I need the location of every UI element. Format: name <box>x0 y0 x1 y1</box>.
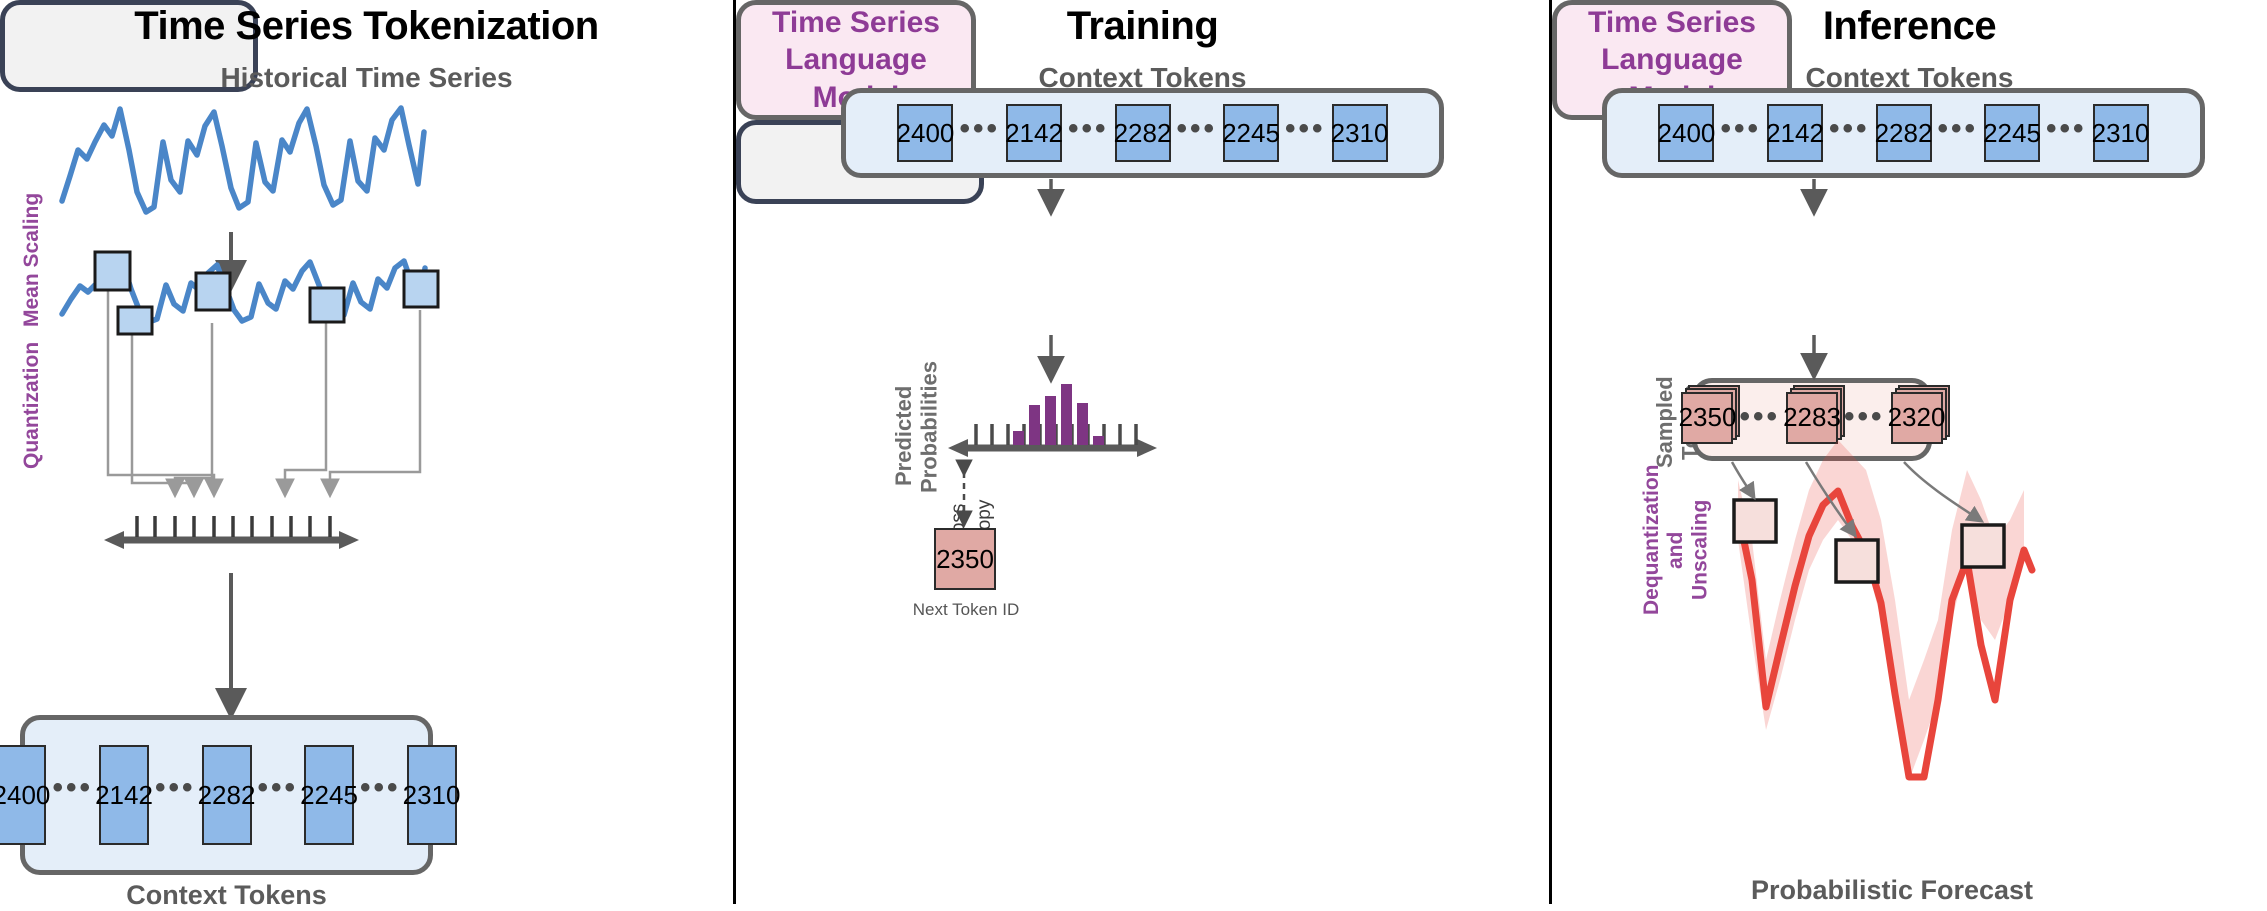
token-ellipsis: ••• <box>1937 112 1979 145</box>
context-token[interactable]: 2310 <box>1331 104 1388 162</box>
context-tokens-strip-inference: 2400 ••• 2142 ••• 2282 ••• 2245 ••• 2310 <box>1602 88 2205 178</box>
sampled-token-stack[interactable]: 2350 <box>1679 384 1741 448</box>
time-series-language-model-inference: Time Series Language Model <box>1552 0 1792 120</box>
quantization-axis <box>104 516 359 549</box>
training-diagram-svg <box>948 179 1157 528</box>
token-ellipsis: ••• <box>257 771 299 804</box>
panel-title-tokenization: Time Series Tokenization <box>134 4 599 48</box>
model-line-1: Time Series <box>1588 5 1756 39</box>
panel-tokenization: Time Series Tokenization Historical Time… <box>0 0 733 910</box>
tokenization-diagram-svg <box>59 105 440 720</box>
context-token[interactable]: 2400 <box>1658 104 1715 162</box>
connector-4 <box>275 320 328 499</box>
token-ellipsis: ••• <box>1067 112 1109 145</box>
next-token-caption: Next Token ID <box>912 600 1020 619</box>
context-tokens-strip-tokenization: 2400 ••• 2142 ••• 2282 ••• 2245 ••• 2310 <box>0 715 460 875</box>
sampled-tokens-strip: 2350 ••• 2283 ••• 2320 <box>1679 378 1950 461</box>
connector-3 <box>165 323 214 499</box>
context-token[interactable]: 2310 <box>403 745 460 845</box>
forecast-line <box>1734 487 2036 781</box>
sampled-token[interactable]: 2283 <box>1783 391 1841 444</box>
context-tokens-label-training: Context Tokens <box>1038 62 1247 93</box>
sample-connector-3 <box>1903 461 1985 523</box>
sampled-token-stack[interactable]: 2283 <box>1783 384 1845 448</box>
token-ellipsis: ••• <box>154 771 196 804</box>
token-ellipsis: ••• <box>1739 399 1780 433</box>
context-token[interactable]: 2400 <box>0 745 50 845</box>
token-ellipsis: ••• <box>1828 112 1870 145</box>
inference-diagram-svg <box>1730 179 2036 781</box>
token-ellipsis: ••• <box>1176 112 1218 145</box>
quantization-box <box>0 0 258 92</box>
panel-title-training: Training <box>1066 4 1219 48</box>
model-line-1: Time Series <box>772 5 940 39</box>
context-token[interactable]: 2245 <box>300 745 358 845</box>
token-ellipsis: ••• <box>52 771 93 804</box>
sampled-token[interactable]: 2320 <box>1888 391 1945 444</box>
probability-axis <box>948 384 1157 457</box>
context-token[interactable]: 2282 <box>1875 104 1932 162</box>
token-ellipsis: ••• <box>2046 112 2087 145</box>
context-token[interactable]: 2142 <box>1005 104 1063 162</box>
context-token[interactable]: 2245 <box>1983 104 2041 162</box>
context-tokens-label-inference: Context Tokens <box>1805 62 2014 93</box>
context-tokens-caption-tokenization: Context Tokens <box>126 880 327 910</box>
probabilistic-forecast-caption: Probabilistic Forecast <box>1750 875 2034 905</box>
token-ellipsis: ••• <box>1285 112 1326 145</box>
context-token[interactable]: 2310 <box>2092 104 2149 162</box>
token-ellipsis: ••• <box>1844 399 1885 433</box>
context-token[interactable]: 2142 <box>1766 104 1824 162</box>
token-ellipsis: ••• <box>959 112 1000 145</box>
context-token[interactable]: 2245 <box>1222 104 1280 162</box>
dequantized-sample-markers <box>1732 498 2006 584</box>
time-series-language-model-training: Time Series Language Model <box>736 0 976 120</box>
connector-5 <box>320 310 422 499</box>
next-token-box[interactable]: 2350 <box>934 528 996 590</box>
token-ellipsis: ••• <box>360 771 401 804</box>
panel-divider-2 <box>1549 0 1552 904</box>
historical-series-line <box>59 105 427 215</box>
connector-1 <box>106 288 224 499</box>
sample-windows <box>93 250 440 336</box>
panel-divider-1 <box>733 0 736 904</box>
token-ellipsis: ••• <box>1720 112 1761 145</box>
sample-connector-1 <box>1730 461 1756 501</box>
probability-bars <box>1013 384 1104 445</box>
panel-training: Training Context Tokens 2400 ••• 2142 ••… <box>736 0 1549 904</box>
historical-series-label: Historical Time Series <box>220 62 513 93</box>
panel-title-inference: Inference <box>1822 4 1997 48</box>
sample-connector-2 <box>1804 461 1857 539</box>
sampled-token-stack[interactable]: 2320 <box>1888 384 1950 448</box>
connector-2 <box>130 333 204 499</box>
panel-inference: Inference Context Tokens 2400 ••• 2142 •… <box>1552 0 2267 905</box>
context-token[interactable]: 2400 <box>897 104 954 162</box>
context-tokens-strip-training: 2400 ••• 2142 ••• 2282 ••• 2245 ••• 2310 <box>841 88 1444 178</box>
context-token[interactable]: 2142 <box>95 745 153 845</box>
sampled-token[interactable]: 2350 <box>1679 391 1736 444</box>
context-token[interactable]: 2282 <box>198 745 255 845</box>
context-token[interactable]: 2282 <box>1114 104 1171 162</box>
